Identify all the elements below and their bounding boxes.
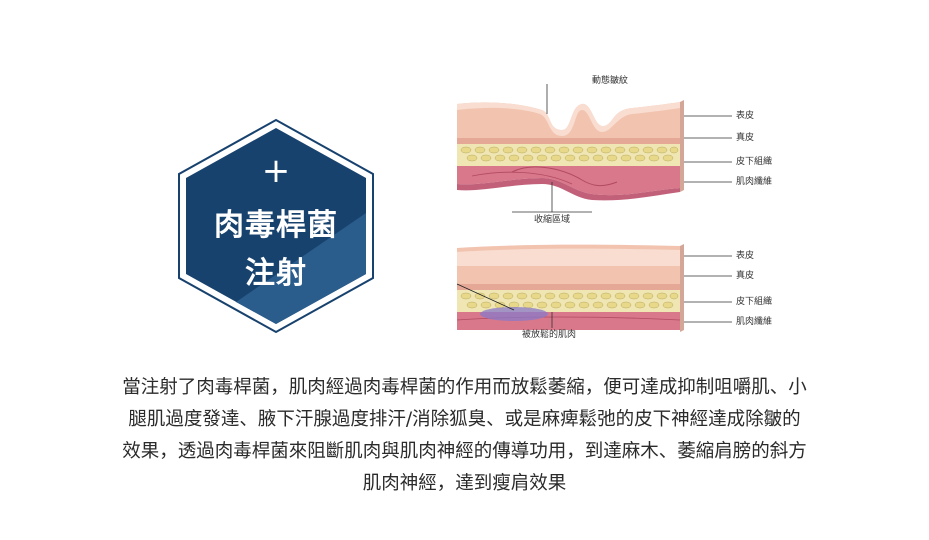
- label-relaxed-muscle: 被放鬆的肌肉: [522, 330, 577, 340]
- label-top-epidermis: 表皮: [736, 111, 755, 121]
- label-bottom-epidermis: 表皮: [736, 251, 755, 261]
- description-line-4: 肌肉神經，達到瘦肩效果: [362, 473, 567, 494]
- label-bottom-subcutaneous: 皮下組織: [736, 297, 773, 307]
- plus-icon: +: [261, 151, 291, 191]
- badge-title: 肉毒桿菌 注射: [176, 202, 376, 298]
- description-text: 當注射了肉毒桿菌，肌肉經過肉毒桿菌的作用而放鬆萎縮，便可達成抑制咀嚼肌、小 腿肌…: [70, 372, 859, 500]
- bottom-skin-block: [456, 244, 732, 332]
- hexagon-shape: [178, 118, 374, 334]
- badge-title-line2: 注射: [245, 256, 307, 291]
- label-top-dermis: 真皮: [736, 133, 755, 143]
- top-skin-block: [457, 84, 732, 213]
- label-top-muscle: 肌肉纖維: [736, 177, 773, 187]
- description-line-1: 當注射了肉毒桿菌，肌肉經過肉毒桿菌的作用而放鬆萎縮，便可達成抑制咀嚼肌、小: [122, 377, 807, 398]
- description-line-2: 腿肌過度發達、腋下汗腺過度排汗/消除狐臭、或是麻痺鬆弛的皮下神經達成除皺的: [128, 409, 801, 430]
- badge-title-line1: 肉毒桿菌: [214, 208, 338, 243]
- skin-diagram-illustration: [456, 84, 732, 332]
- label-dynamic-wrinkle: 動態皺紋: [592, 76, 629, 86]
- label-top-subcutaneous: 皮下組織: [736, 157, 773, 167]
- skin-diagram: 動態皺紋 表皮 真皮 皮下組織 肌肉纖維 收縮區域 表皮 真皮 皮下組織 肌肉纖…: [452, 74, 832, 344]
- label-bottom-dermis: 真皮: [736, 271, 755, 281]
- botox-badge: + 肉毒桿菌 注射: [176, 118, 376, 334]
- description-line-3: 效果，透過肉毒桿菌來阻斷肌肉與肌肉神經的傳導功用，到達麻木、萎縮肩膀的斜方: [122, 441, 807, 462]
- label-contraction-area: 收縮區域: [534, 215, 571, 225]
- label-bottom-muscle: 肌肉纖維: [736, 317, 773, 327]
